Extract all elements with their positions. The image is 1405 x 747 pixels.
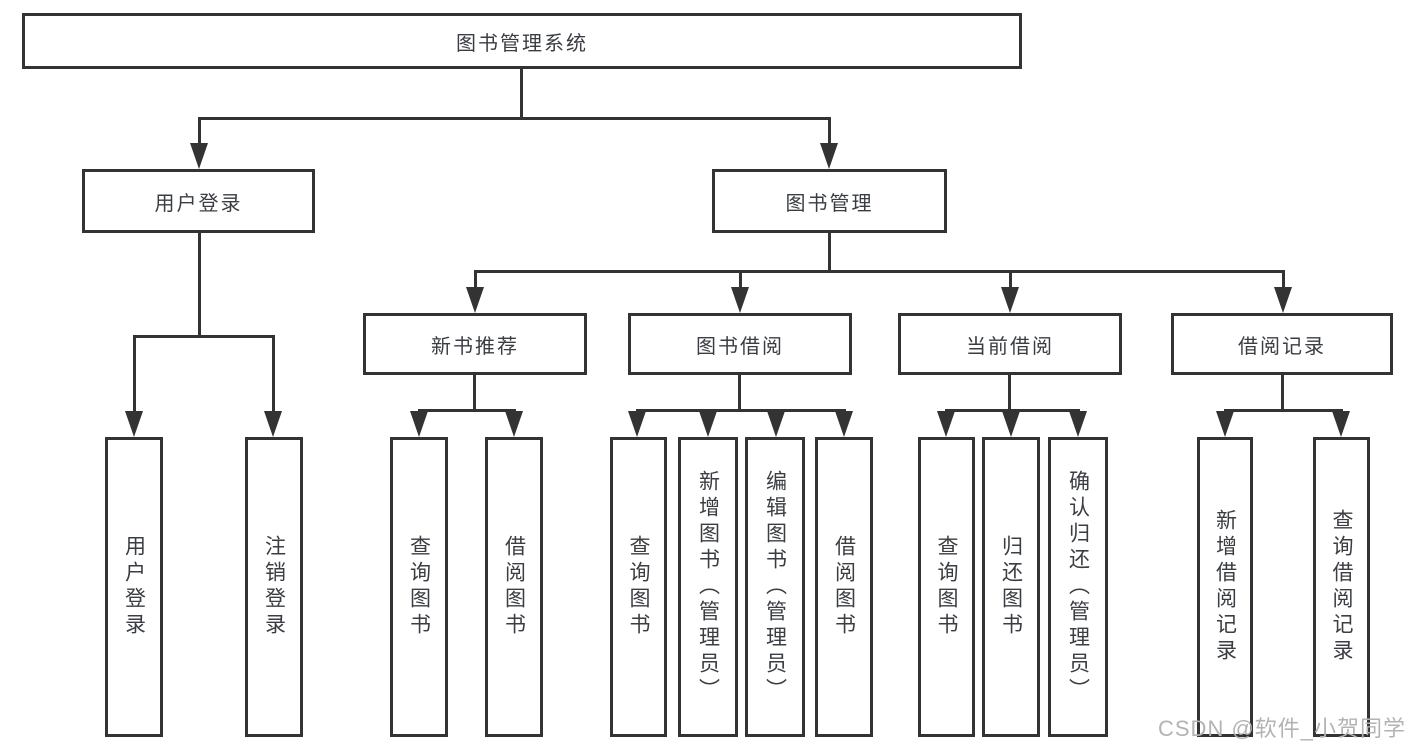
leaf-query-book-borrowing: 查询图书 [610, 437, 667, 737]
leaf-edit-book-admin: 编辑图书（管理员） [745, 437, 805, 737]
node-new-book-recommendation-label: 新书推荐 [431, 335, 519, 358]
down-arrowhead-icon [1216, 411, 1234, 437]
connector [1008, 375, 1011, 409]
leaf-confirm-return-admin-label: 确认归还（管理员） [1066, 470, 1090, 704]
down-arrowhead-icon [125, 411, 143, 437]
down-arrowhead-icon [731, 287, 749, 313]
connector [739, 270, 742, 290]
leaf-query-borrow-record-label: 查询借阅记录 [1330, 509, 1353, 665]
down-arrowhead-icon [820, 143, 838, 169]
node-borrowing-records-label: 借阅记录 [1238, 335, 1326, 358]
leaf-add-book-admin-label: 新增图书（管理员） [696, 470, 720, 704]
leaf-borrow-book-recommend-label: 借阅图书 [502, 535, 526, 639]
down-arrowhead-icon [628, 411, 646, 437]
node-borrowing-records: 借阅记录 [1171, 313, 1393, 375]
node-current-borrowing-label: 当前借阅 [966, 335, 1054, 358]
connector [198, 233, 201, 335]
down-arrowhead-icon [699, 411, 717, 437]
connector [945, 409, 1080, 412]
node-user-login-label: 用户登录 [154, 192, 243, 215]
leaf-query-book-current: 查询图书 [918, 437, 975, 737]
leaf-edit-book-admin-label: 编辑图书（管理员） [763, 470, 787, 704]
down-arrowhead-icon [264, 411, 282, 437]
csdn-watermark: CSDN @软件_小贺同学 [1158, 716, 1405, 741]
leaf-add-borrow-record: 新增借阅记录 [1197, 437, 1253, 737]
leaf-confirm-return-admin: 确认归还（管理员） [1048, 437, 1108, 737]
down-arrowhead-icon [410, 411, 428, 437]
connector [198, 117, 201, 149]
down-arrowhead-icon [190, 143, 208, 169]
down-arrowhead-icon [1001, 287, 1019, 313]
down-arrowhead-icon [1069, 411, 1087, 437]
connector [828, 233, 831, 270]
leaf-borrow-book: 借阅图书 [815, 437, 873, 737]
leaf-query-book-recommend: 查询图书 [390, 437, 448, 737]
leaf-add-borrow-record-label: 新增借阅记录 [1213, 509, 1237, 665]
connector [828, 117, 831, 149]
connector [133, 335, 275, 338]
leaf-user-login: 用户登录 [105, 437, 163, 737]
leaf-query-book-recommend-label: 查询图书 [407, 535, 431, 639]
connector [418, 409, 516, 412]
node-new-book-recommendation: 新书推荐 [363, 313, 587, 375]
down-arrowhead-icon [835, 411, 853, 437]
node-root-label: 图书管理系统 [456, 32, 588, 55]
connector [636, 409, 846, 412]
leaf-query-book-borrowing-label: 查询图书 [627, 535, 650, 639]
down-arrowhead-icon [505, 411, 523, 437]
node-book-borrowing: 图书借阅 [628, 313, 852, 375]
leaf-add-book-admin: 新增图书（管理员） [678, 437, 738, 737]
node-current-borrowing: 当前借阅 [898, 313, 1122, 375]
leaf-borrow-book-label: 借阅图书 [832, 535, 856, 639]
down-arrowhead-icon [1002, 411, 1020, 437]
down-arrowhead-icon [1332, 411, 1350, 437]
leaf-logout: 注销登录 [245, 437, 303, 737]
leaf-return-book: 归还图书 [982, 437, 1040, 737]
leaf-return-book-label: 归还图书 [999, 535, 1023, 639]
leaf-query-borrow-record: 查询借阅记录 [1313, 437, 1370, 737]
connector [1224, 409, 1343, 412]
connector [133, 335, 136, 415]
node-book-management-label: 图书管理 [785, 192, 874, 215]
connector [520, 69, 523, 117]
leaf-query-book-current-label: 查询图书 [935, 535, 958, 639]
down-arrowhead-icon [1274, 287, 1292, 313]
leaf-user-login-label: 用户登录 [122, 535, 146, 639]
connector [1281, 375, 1284, 409]
leaf-borrow-book-recommend: 借阅图书 [485, 437, 543, 737]
down-arrowhead-icon [937, 411, 955, 437]
node-root: 图书管理系统 [22, 13, 1022, 69]
connector [1282, 270, 1285, 290]
connector [1009, 270, 1012, 290]
connector [272, 335, 275, 415]
node-book-management: 图书管理 [712, 169, 947, 233]
leaf-logout-label: 注销登录 [262, 535, 286, 639]
connector [198, 117, 831, 120]
connector [738, 375, 741, 409]
down-arrowhead-icon [466, 287, 484, 313]
down-arrowhead-icon [767, 411, 785, 437]
node-book-borrowing-label: 图书借阅 [696, 335, 784, 358]
connector [474, 270, 1284, 273]
connector [474, 270, 477, 290]
connector [473, 375, 476, 409]
node-user-login: 用户登录 [82, 169, 315, 233]
